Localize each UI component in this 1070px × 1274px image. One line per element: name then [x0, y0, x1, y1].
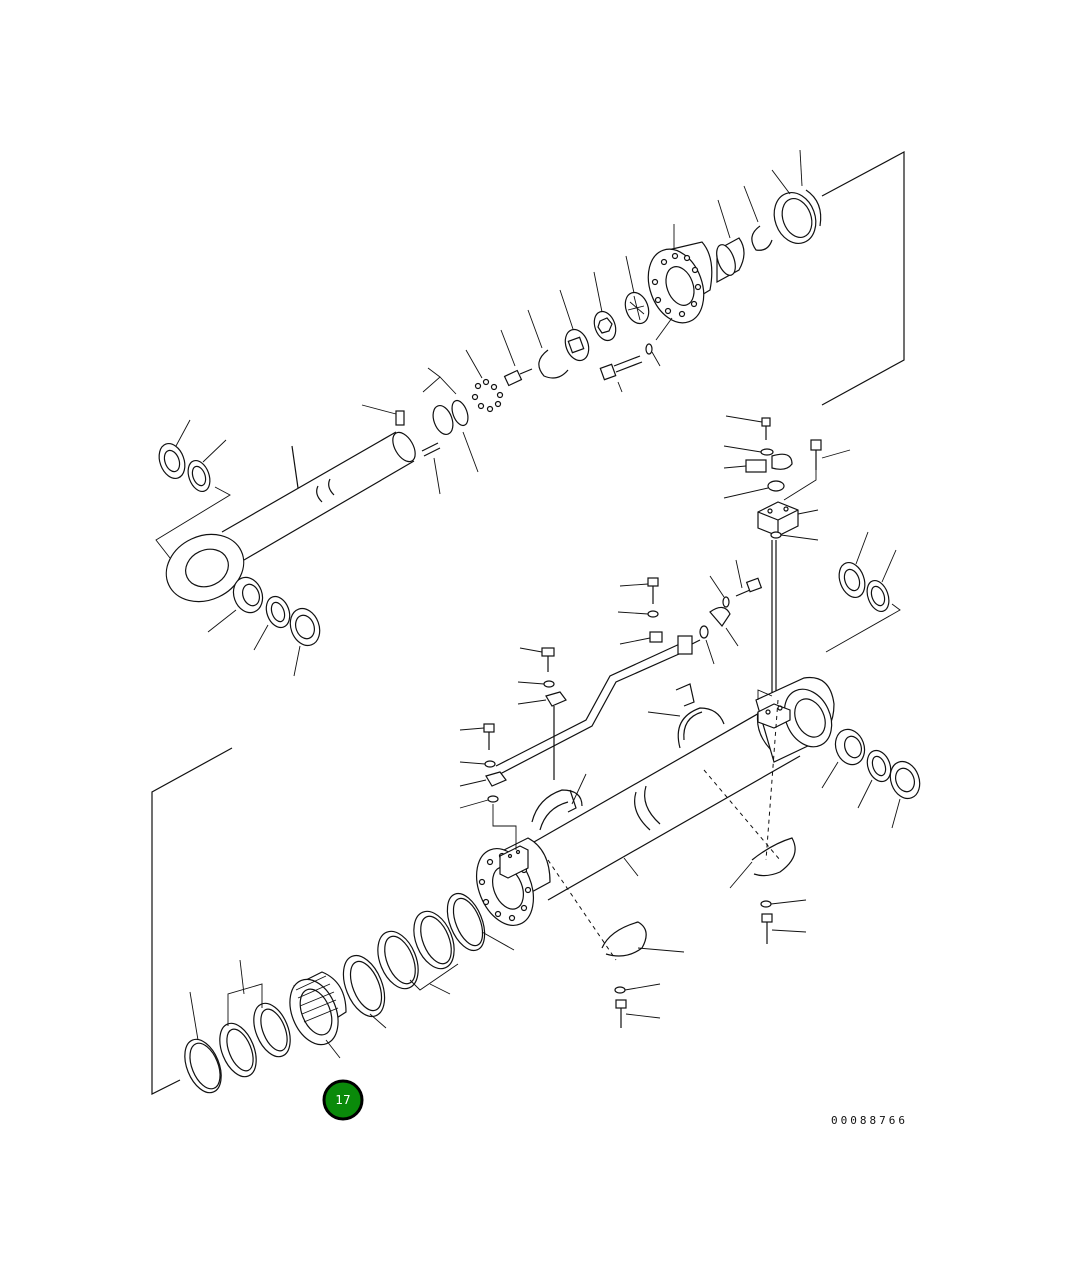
cylinder-tube: [476, 676, 835, 926]
pipe-flange-bolts: [699, 559, 763, 665]
piston: [289, 971, 347, 1059]
head-bushing-and-seals: [716, 149, 822, 284]
pipe-clamp-bolts-top: [459, 577, 663, 850]
snap-ring: [527, 309, 569, 379]
bottom-bushing-set-lower: [821, 728, 921, 829]
cylinder-tube-frame: [151, 747, 233, 1095]
piston-rod: [165, 431, 416, 603]
steel-balls: [471, 378, 504, 413]
bottom-bushing-set-upper: [825, 531, 901, 653]
rod-end-bushing-set: [155, 419, 231, 559]
hydraulic-pipe: [495, 635, 701, 775]
rod-grease-fittings: [361, 404, 441, 495]
set-screw: [500, 329, 533, 387]
head-bolt-holes: [651, 252, 702, 318]
upper-assembly-frame: [821, 150, 905, 406]
pipe-flange-hardware: [723, 415, 851, 700]
drawing-reference-number: 00088766: [831, 1114, 908, 1127]
callout-badge-17[interactable]: 17: [322, 1079, 364, 1121]
pipe-clamp-bands: [531, 683, 807, 1028]
piston-nut: [559, 255, 650, 362]
rod-end-lower-bushing-set: [207, 576, 321, 677]
callout-label: 17: [335, 1093, 350, 1107]
head-bolt: [599, 317, 673, 393]
piston-rings: [342, 892, 515, 1029]
cylinder-head: [647, 224, 713, 324]
seal-rings-left: [184, 959, 291, 1094]
rod-rings-and-balls: [422, 349, 504, 473]
